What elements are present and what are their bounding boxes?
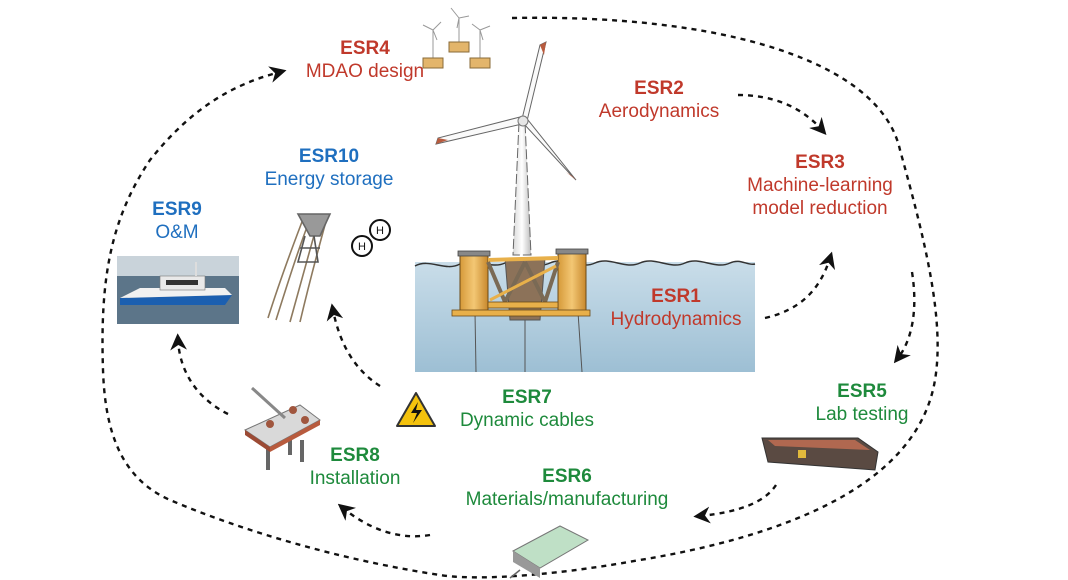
- floating-wind-turbine-icon: [435, 41, 577, 256]
- node-code: ESR8: [330, 445, 380, 466]
- node-code: ESR6: [542, 466, 592, 487]
- arrow-esr5-to-esr6: [693, 484, 778, 524]
- node-title: Installation: [309, 467, 401, 489]
- wave-tank-icon: [761, 437, 879, 471]
- node-code: ESR5: [837, 381, 887, 402]
- node-code: ESR7: [502, 387, 552, 408]
- outer-loop-arrow: [101, 16, 939, 579]
- arrow-esr1-to-esr3: [764, 251, 836, 320]
- node-esr7: ESR7 Dynamic cables: [460, 387, 594, 433]
- hydrogen-molecule-icon: H H: [351, 219, 391, 257]
- high-voltage-warning-icon: [396, 392, 436, 427]
- node-esr2: ESR2 Aerodynamics: [599, 78, 719, 124]
- node-title: Machine-learning: [747, 174, 893, 196]
- node-esr3: ESR3 Machine-learning model reduction: [747, 152, 893, 220]
- node-code: ESR3: [795, 152, 845, 173]
- arrow-esr7-to-esr10: [326, 303, 381, 388]
- node-esr6: ESR6 Materials/manufacturing: [466, 466, 669, 512]
- node-code: ESR4: [340, 38, 390, 59]
- node-esr10: ESR10 Energy storage: [265, 146, 394, 192]
- factory-icon: [509, 525, 590, 579]
- node-title: O&M: [155, 221, 199, 243]
- wind-farm-icon: [422, 7, 491, 69]
- node-code: ESR10: [298, 146, 360, 167]
- hydrogen-atom-label: H: [358, 241, 366, 253]
- node-esr9: ESR9 O&M: [152, 199, 202, 245]
- node-title: Materials/manufacturing: [465, 488, 669, 510]
- node-title: MDAO design: [305, 60, 425, 82]
- node-esr5: ESR5 Lab testing: [816, 381, 909, 427]
- node-title: Dynamic cables: [459, 409, 595, 431]
- node-title: Aerodynamics: [598, 100, 720, 122]
- node-esr4: ESR4 MDAO design: [306, 38, 424, 84]
- boat-photo: [117, 256, 239, 324]
- node-esr8: ESR8 Installation: [310, 445, 401, 491]
- arrow-esr6-to-esr8: [337, 503, 431, 538]
- node-title-line2: model reduction: [752, 197, 888, 219]
- node-code: ESR9: [152, 199, 202, 220]
- arrow-esr2-to-esr3: [737, 93, 827, 136]
- floating-platform-icon: [451, 248, 591, 373]
- node-title: Hydrodynamics: [610, 308, 742, 330]
- node-code: ESR2: [634, 78, 684, 99]
- node-esr1: ESR1 Hydrodynamics: [611, 286, 742, 332]
- power-pylon-icon: [267, 213, 332, 323]
- node-title: Energy storage: [264, 168, 394, 190]
- jackup-vessel-icon: [243, 386, 321, 470]
- hydrogen-atom-label: H: [376, 225, 384, 237]
- node-title: Lab testing: [815, 403, 909, 425]
- node-code: ESR1: [651, 286, 701, 307]
- arrow-esr8-to-esr9: [170, 333, 229, 416]
- arrow-esr3-to-esr5: [893, 271, 916, 364]
